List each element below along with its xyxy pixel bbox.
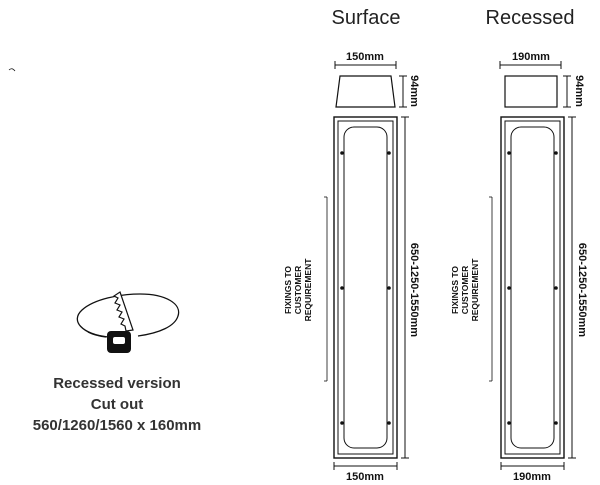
surface-depth-label: 94mm: [408, 75, 420, 107]
surface-top-width-dimension: 150mm: [334, 51, 397, 69]
recessed-height-label: 650-1250-1550mm: [576, 243, 588, 337]
recessed-front-elevation: [500, 116, 565, 459]
surface-depth-dimension: 94mm: [399, 75, 420, 108]
cutout-note-line2: Cut out: [91, 396, 143, 413]
cutout-note-line1: Recessed version: [53, 375, 181, 392]
recessed-top-width-dimension: 190mm: [499, 51, 562, 69]
surface-fixings-line3: REQUIREMENT: [303, 258, 313, 322]
surface-view: Surface 150mm 94mm: [283, 7, 420, 483]
recessed-view: Recessed 190mm 94mm: [450, 7, 588, 483]
recessed-title: Recessed: [486, 7, 575, 29]
recessed-top-width-label: 190mm: [512, 51, 550, 63]
surface-height-dimension: 650-1250-1550mm: [401, 116, 420, 459]
recessed-fixings-line1: FIXINGS TO: [450, 266, 460, 314]
surface-top-width-label: 150mm: [346, 51, 384, 63]
recessed-bottom-width-label: 190mm: [513, 471, 551, 483]
cutout-note-line3: 560/1260/1560 x 160mm: [33, 417, 201, 434]
surface-title: Surface: [332, 7, 401, 29]
recessed-fixings-bracket: FIXINGS TO CUSTOMER REQUIREMENT: [450, 196, 493, 382]
surface-fixings-bracket: FIXINGS TO CUSTOMER REQUIREMENT: [283, 196, 328, 382]
surface-fixings-line1: FIXINGS TO: [283, 266, 293, 314]
recessed-height-dimension: 650-1250-1550mm: [568, 116, 588, 459]
saw-cut-icon: [76, 291, 180, 353]
recessed-section-profile: [504, 75, 558, 108]
cutout-note: Recessed version Cut out 560/1260/1560 x…: [33, 375, 201, 434]
surface-front-elevation: [333, 116, 398, 459]
recessed-fixings-line2: CUSTOMER: [460, 266, 470, 315]
recessed-fixings-line3: REQUIREMENT: [470, 258, 480, 322]
recessed-depth-label: 94mm: [573, 75, 585, 107]
recessed-bottom-width-dimension: 190mm: [500, 462, 565, 483]
surface-bottom-width-dimension: 150mm: [333, 462, 398, 483]
surface-bottom-width-label: 150mm: [346, 471, 384, 483]
surface-fixings-line2: CUSTOMER: [293, 266, 303, 315]
recessed-depth-dimension: 94mm: [563, 75, 585, 108]
stray-mark: [8, 68, 16, 72]
surface-section-profile: [335, 75, 396, 108]
surface-height-label: 650-1250-1550mm: [408, 243, 420, 337]
